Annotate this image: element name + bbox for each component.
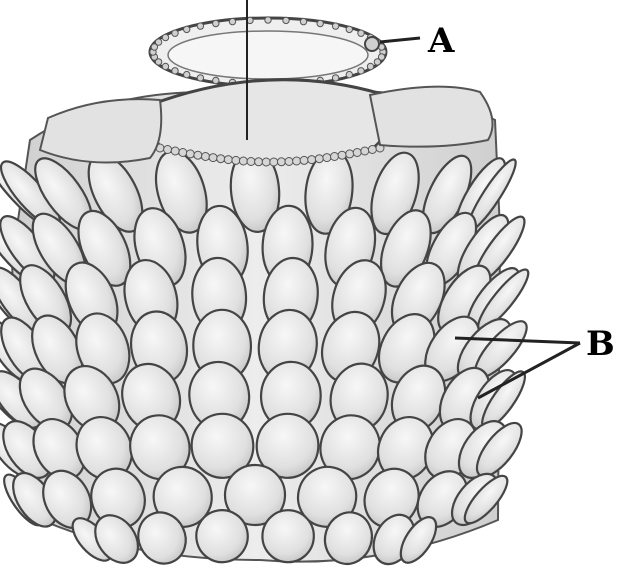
- collar-bead: [346, 150, 354, 158]
- rim-bead: [184, 26, 190, 32]
- rim-bead: [155, 39, 161, 45]
- crown-inner-disc: [168, 31, 368, 79]
- rim-bead: [374, 59, 380, 65]
- collar-bead: [338, 151, 346, 159]
- label-a-pointer: [380, 38, 420, 42]
- rim-bead: [346, 71, 352, 77]
- collar-bead: [202, 153, 210, 161]
- rim-bead: [162, 34, 168, 40]
- rim-bead: [265, 17, 271, 23]
- collar-bead: [194, 151, 202, 159]
- rim-bead: [346, 26, 352, 32]
- collar-bead: [315, 155, 323, 163]
- collar-bead: [285, 158, 293, 166]
- rim-bead: [197, 75, 203, 81]
- collar-bead: [323, 154, 331, 162]
- collar-bead: [171, 147, 179, 155]
- collar-bead: [361, 147, 369, 155]
- label-a-group: A: [380, 21, 455, 61]
- crown-right-lobe: [370, 87, 493, 147]
- apical-crown: [40, 17, 493, 166]
- rim-bead: [197, 23, 203, 29]
- collar-bead: [179, 149, 187, 157]
- collar-bead: [270, 158, 278, 166]
- structure-a-bulb: [365, 37, 379, 51]
- collar-bead: [331, 153, 339, 161]
- collar-bead: [300, 156, 308, 164]
- rim-bead: [358, 30, 364, 36]
- label-a: A: [427, 21, 455, 61]
- collar-bead: [308, 156, 316, 164]
- rim-bead: [184, 71, 190, 77]
- zooid-cells: [0, 145, 535, 571]
- collar-bead: [232, 156, 240, 164]
- rim-bead: [172, 30, 178, 36]
- collar-bead: [353, 149, 361, 157]
- rim-bead: [367, 63, 373, 69]
- collar-bead: [224, 156, 232, 164]
- rim-bead: [213, 20, 219, 26]
- rim-bead: [172, 68, 178, 74]
- collar-bead: [368, 146, 376, 154]
- collar-bead: [293, 157, 301, 165]
- rim-bead: [358, 68, 364, 74]
- collar-bead: [262, 158, 270, 166]
- rim-bead: [162, 63, 168, 69]
- collar-bead: [277, 158, 285, 166]
- rim-bead: [317, 20, 323, 26]
- rim-bead: [332, 75, 338, 81]
- collar-bead: [164, 146, 172, 154]
- collar-bead: [209, 154, 217, 162]
- rim-bead: [283, 17, 289, 23]
- label-b: B: [586, 324, 615, 364]
- collar-bead: [217, 155, 225, 163]
- crown-left-lobe: [40, 99, 161, 162]
- collar-bead: [255, 158, 263, 166]
- collar-bead: [247, 158, 255, 166]
- collar-bead: [239, 157, 247, 165]
- rim-bead: [332, 23, 338, 29]
- rim-bead: [213, 77, 219, 83]
- rim-bead: [300, 18, 306, 24]
- rim-bead: [229, 18, 235, 24]
- collar-bead: [186, 150, 194, 158]
